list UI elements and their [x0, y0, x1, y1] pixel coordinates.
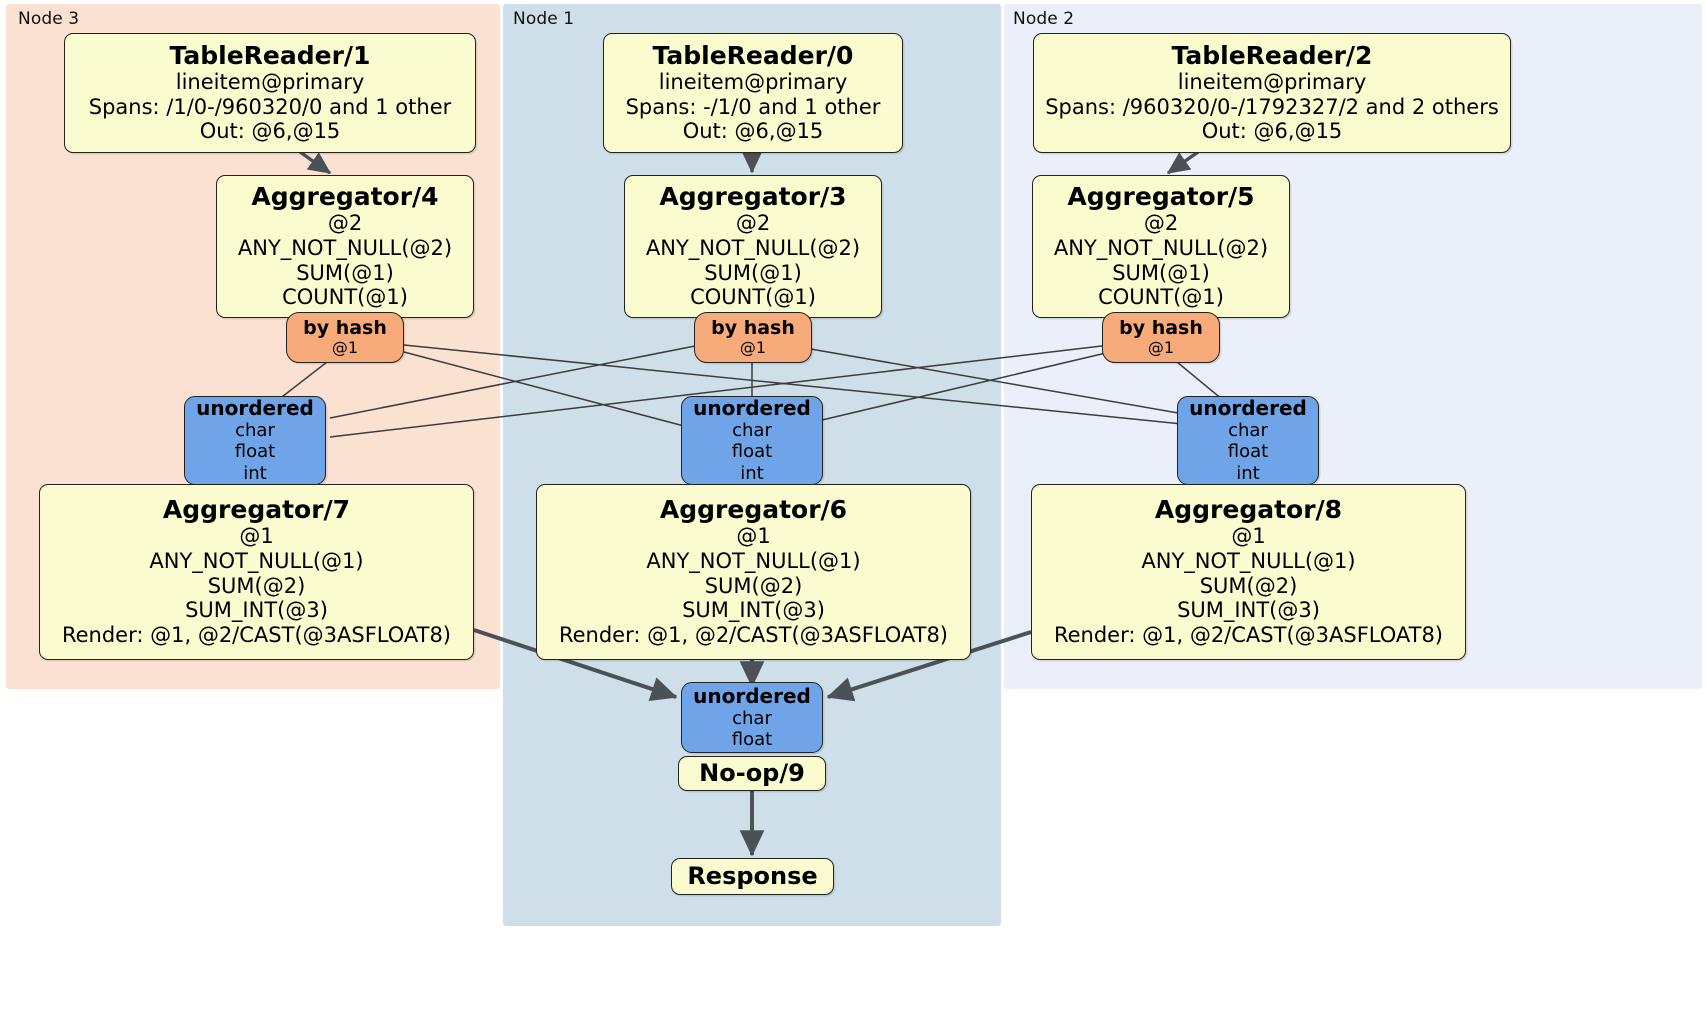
node-render-line: Render: @1, @2/CAST(@3ASFLOAT8)	[558, 623, 949, 648]
node-title: Aggregator/7	[162, 495, 351, 525]
node-detail-line: SUM(@1)	[704, 260, 802, 285]
node-detail-line: lineitem@primary	[1177, 69, 1367, 94]
node-detail-line: SUM(@1)	[296, 260, 394, 285]
sync-type-line: char	[732, 420, 772, 442]
node-detail-line: Spans: /960320/0-/1792327/2 and 2 others	[1045, 94, 1499, 119]
node-title: Aggregator/6	[659, 495, 848, 525]
sync-type-line: int	[740, 462, 764, 484]
node-detail-line: @2	[327, 210, 363, 235]
node-detail-line: ANY_NOT_NULL(@1)	[1141, 548, 1356, 573]
router-by-hash-center[interactable]: by hash @1	[694, 312, 812, 363]
node-title: Aggregator/5	[1067, 181, 1255, 211]
node-detail-line: COUNT(@1)	[1098, 285, 1224, 310]
processor-aggregator-8[interactable]: Aggregator/8 @1 ANY_NOT_NULL(@1) SUM(@2)…	[1031, 484, 1466, 660]
node-detail-line: ANY_NOT_NULL(@2)	[237, 235, 453, 260]
node-detail-line: SUM(@2)	[1199, 573, 1298, 598]
stream-sync-unordered-left[interactable]: unordered char float int	[184, 396, 326, 485]
processor-table-reader-1[interactable]: TableReader/1 lineitem@primary Spans: /1…	[64, 33, 476, 153]
node-panel-label-node3: Node 3	[18, 9, 80, 29]
router-by-hash-left[interactable]: by hash @1	[286, 312, 404, 363]
node-detail-line: ANY_NOT_NULL(@2)	[645, 235, 861, 260]
sync-title: unordered	[1189, 396, 1307, 421]
node-detail-line: Out: @6,@15	[682, 119, 824, 144]
node-title: TableReader/1	[169, 40, 371, 70]
node-detail-line: @2	[735, 210, 771, 235]
stream-sync-unordered-right[interactable]: unordered char float int	[1177, 396, 1319, 485]
node-render-line: Render: @1, @2/CAST(@3ASFLOAT8)	[61, 623, 452, 648]
processor-aggregator-7[interactable]: Aggregator/7 @1 ANY_NOT_NULL(@1) SUM(@2)…	[39, 484, 474, 660]
processor-aggregator-5[interactable]: Aggregator/5 @2 ANY_NOT_NULL(@2) SUM(@1)…	[1032, 175, 1290, 318]
sync-type-line: int	[243, 462, 267, 484]
node-panel-label-node2: Node 2	[1013, 9, 1075, 29]
sync-title: unordered	[693, 396, 811, 421]
node-detail-line: SUM_INT(@3)	[682, 598, 825, 623]
node-title: Aggregator/3	[659, 181, 847, 211]
node-detail-line: @1	[1231, 524, 1266, 549]
node-detail-line: ANY_NOT_NULL(@2)	[1053, 235, 1269, 260]
node-title: Response	[687, 862, 818, 891]
stream-sync-unordered-final[interactable]: unordered char float	[681, 682, 823, 753]
node-render-line: Render: @1, @2/CAST(@3ASFLOAT8)	[1053, 623, 1444, 648]
node-title: TableReader/2	[1171, 40, 1373, 70]
node-detail-line: ANY_NOT_NULL(@1)	[646, 548, 861, 573]
sync-type-line: char	[732, 707, 772, 729]
router-title: by hash	[1119, 316, 1203, 339]
router-detail-line: @1	[331, 337, 359, 357]
processor-response[interactable]: Response	[671, 858, 834, 895]
node-detail-line: SUM_INT(@3)	[1177, 598, 1320, 623]
node-detail-line: ANY_NOT_NULL(@1)	[149, 548, 364, 573]
processor-aggregator-6[interactable]: Aggregator/6 @1 ANY_NOT_NULL(@1) SUM(@2)…	[536, 484, 971, 660]
router-detail-line: @1	[1147, 337, 1175, 357]
node-detail-line: COUNT(@1)	[282, 285, 408, 310]
node-panel-label-node1: Node 1	[513, 9, 575, 29]
router-by-hash-right[interactable]: by hash @1	[1102, 312, 1220, 363]
router-title: by hash	[711, 316, 795, 339]
processor-aggregator-4[interactable]: Aggregator/4 @2 ANY_NOT_NULL(@2) SUM(@1)…	[216, 175, 474, 318]
processor-aggregator-3[interactable]: Aggregator/3 @2 ANY_NOT_NULL(@2) SUM(@1)…	[624, 175, 882, 318]
node-detail-line: Out: @6,@15	[199, 119, 341, 144]
router-title: by hash	[303, 316, 387, 339]
sync-type-line: float	[731, 729, 773, 750]
node-detail-line: Out: @6,@15	[1201, 119, 1343, 144]
node-detail-line: SUM_INT(@3)	[185, 598, 328, 623]
sync-type-line: char	[1228, 420, 1268, 442]
node-detail-line: Spans: -/1/0 and 1 other	[625, 94, 881, 119]
node-detail-line: Spans: /1/0-/960320/0 and 1 other	[88, 94, 452, 119]
node-title: No-op/9	[699, 759, 805, 788]
node-detail-line: SUM(@2)	[207, 573, 306, 598]
node-detail-line: SUM(@2)	[704, 573, 803, 598]
node-detail-line: @2	[1143, 210, 1179, 235]
processor-no-op-9[interactable]: No-op/9	[678, 756, 826, 791]
node-detail-line: @1	[239, 524, 274, 549]
node-detail-line: COUNT(@1)	[690, 285, 816, 310]
sync-title: unordered	[196, 396, 314, 421]
node-title: Aggregator/4	[251, 181, 439, 211]
node-title: TableReader/0	[652, 40, 854, 70]
node-detail-line: lineitem@primary	[175, 69, 365, 94]
stream-sync-unordered-center[interactable]: unordered char float int	[681, 396, 823, 485]
node-title: Aggregator/8	[1154, 495, 1343, 525]
processor-table-reader-2[interactable]: TableReader/2 lineitem@primary Spans: /9…	[1033, 33, 1511, 153]
node-detail-line: SUM(@1)	[1112, 260, 1210, 285]
node-detail-line: @1	[736, 524, 771, 549]
sync-type-line: float	[234, 441, 276, 463]
sync-type-line: char	[235, 420, 275, 442]
processor-table-reader-0[interactable]: TableReader/0 lineitem@primary Spans: -/…	[603, 33, 903, 153]
sync-type-line: float	[731, 441, 773, 463]
sync-type-line: int	[1236, 462, 1260, 484]
router-detail-line: @1	[739, 337, 767, 357]
sync-title: unordered	[693, 683, 811, 708]
node-detail-line: lineitem@primary	[658, 69, 848, 94]
sync-type-line: float	[1227, 441, 1269, 463]
